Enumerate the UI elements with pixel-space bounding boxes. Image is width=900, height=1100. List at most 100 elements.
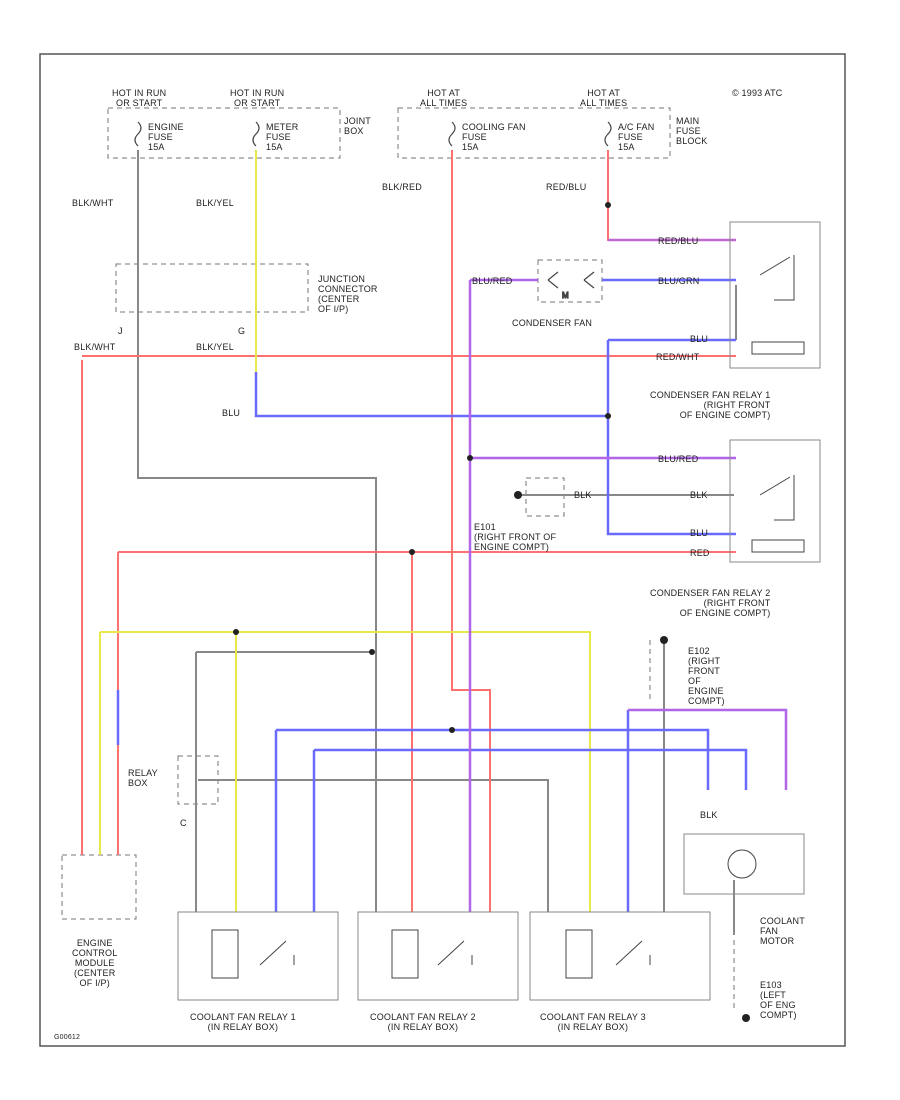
wire-label: RED/BLU [546, 182, 587, 192]
copyright-label: © 1993 ATC [732, 88, 783, 98]
dashed-enclosures [61, 107, 735, 1010]
relay-box-label: RELAY BOX [128, 768, 158, 788]
relay-switch [615, 940, 651, 966]
joint-box-label: JOINT BOX [344, 116, 371, 136]
hot-source-4: HOT AT ALL TIMES [580, 88, 628, 108]
hot-source-3: HOT AT ALL TIMES [420, 88, 468, 108]
wire-label: BLK/YEL [196, 198, 234, 208]
junction-dot [233, 629, 239, 635]
diagram-frame [39, 53, 846, 1047]
coolant-relay-boxes [177, 911, 711, 1001]
relay-switch [259, 940, 295, 966]
condenser-fan-relay-2-label: CONDENSER FAN RELAY 2 (RIGHT FRONT OF EN… [650, 588, 771, 618]
wire-label: BLK/RED [382, 182, 422, 192]
ground-e101-label: E101 (RIGHT FRONT OF ENGINE COMPT) [474, 522, 557, 552]
wire-label: BLK/WHT [72, 198, 114, 208]
junction-dots [233, 202, 750, 1022]
svg-text:M: M [562, 291, 569, 300]
wire-label: BLK [574, 490, 592, 500]
relay-switch [759, 475, 795, 521]
coolant-fan-motor-symbol [683, 833, 805, 895]
hot-source-2: HOT IN RUN OR START [230, 88, 285, 108]
wire-label: BLU [690, 528, 709, 538]
junction-dot [605, 202, 611, 208]
junction-dot [605, 413, 611, 419]
condenser-fan-symbol: M [547, 271, 595, 301]
red-wire-acfuse [607, 150, 736, 241]
wire-label: BLK [700, 810, 718, 820]
ecm-label: ENGINE CONTROL MODULE (CENTER OF I/P) [72, 938, 118, 988]
joint-box-outline [107, 107, 341, 159]
blue-wire-relays-h1 [276, 728, 710, 790]
condenser-fan-relay-1-label: CONDENSER FAN RELAY 1 (RIGHT FRONT OF EN… [650, 390, 771, 420]
wire-label: BLU [690, 334, 709, 344]
wire-label: BLU/GRN [658, 276, 700, 286]
fuse-symbol [252, 121, 260, 147]
fuse-symbols [134, 121, 612, 147]
wire-label: RED [690, 548, 710, 558]
ground-e101-outline [525, 477, 565, 517]
fuse-symbol [448, 121, 456, 147]
wire-label: BLU/RED [658, 454, 699, 464]
coolant-fan-relay-3-box [529, 911, 711, 1001]
coolant-fan-relay-2-box [357, 911, 519, 1001]
condenser-fan-outline [537, 259, 603, 303]
wire-label: BLK [690, 490, 708, 500]
condenser-fan-relay-1-box [729, 221, 821, 369]
relay-coil [391, 929, 419, 979]
meter-fuse-label: METER FUSE 15A [266, 122, 299, 152]
black-wire-engine-fuse [137, 150, 377, 912]
relay-coil [751, 539, 805, 553]
coolant-fan-relay-3-label: COOLANT FAN RELAY 3 (IN RELAY BOX) [540, 1012, 646, 1032]
yellow-wires [99, 150, 591, 912]
black-wire-relaybox-h [198, 779, 549, 912]
relay-coil [751, 341, 805, 355]
junction-dot [742, 1014, 750, 1022]
wire-label: BLK/YEL [196, 342, 234, 352]
ac-fan-fuse-label: A/C FAN FUSE 15A [618, 122, 655, 152]
yellow-wire-h [100, 631, 591, 912]
junction-dot [467, 455, 473, 461]
pin-label: C [180, 818, 187, 828]
blue-wire-trunk [606, 340, 736, 536]
wire-label: RED/BLU [658, 236, 699, 246]
blue-wires [116, 278, 748, 912]
condenser-fan-relay-2-box [729, 439, 821, 563]
junction-connector-outline [115, 263, 309, 313]
junction-connector-label: JUNCTION CONNECTOR (CENTER OF I/P) [318, 274, 378, 314]
fuse-symbol [134, 121, 142, 147]
fuse-symbol [604, 121, 612, 147]
pin-label: J [118, 326, 123, 336]
wire-label: RED/WHT [656, 352, 700, 362]
junction-dot [369, 649, 375, 655]
engine-fuse-label: ENGINE FUSE 15A [148, 122, 184, 152]
junction-dot [409, 549, 415, 555]
main-fuse-block-label: MAIN FUSE BLOCK [676, 116, 708, 146]
relay-coil [211, 929, 239, 979]
blue-wire-relays-h2 [314, 748, 748, 790]
junction-dot [514, 491, 522, 499]
purple-wires [468, 238, 788, 912]
ecm-outline [61, 854, 137, 920]
ground-e102-label: E102 (RIGHT FRONT OF ENGINE COMPT) [688, 646, 725, 706]
black-wires [137, 150, 737, 935]
blue-wire-blu [254, 372, 608, 418]
condenser-fan-label: CONDENSER FAN [512, 318, 593, 328]
coolant-fan-motor-label: COOLANT FAN MOTOR [760, 916, 805, 946]
condenser-relay-boxes [729, 221, 821, 563]
wire-label: BLK/WHT [74, 342, 116, 352]
junction-dot [449, 727, 455, 733]
ground-e103-label: E103 (LEFT OF ENG COMPT) [760, 980, 797, 1020]
coolant-fan-relay-2-label: COOLANT FAN RELAY 2 (IN RELAY BOX) [370, 1012, 476, 1032]
wire-label: BLU/RED [472, 276, 513, 286]
wire-label: BLU [222, 408, 241, 418]
relay-coil [565, 929, 593, 979]
pin-label: G [238, 326, 246, 336]
relay-switch [759, 255, 795, 301]
coolant-fan-relay-1-label: COOLANT FAN RELAY 1 (IN RELAY BOX) [190, 1012, 296, 1032]
junction-dot [660, 636, 668, 644]
diagram-code: G00612 [54, 1034, 81, 1041]
purple-wire-motor [628, 708, 788, 790]
hot-source-1: HOT IN RUN OR START [112, 88, 167, 108]
relay-switch [437, 940, 473, 966]
